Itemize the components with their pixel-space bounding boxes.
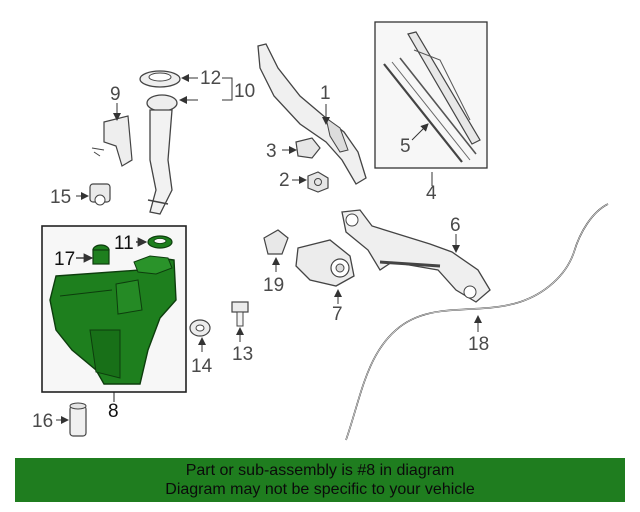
mounting-bolt bbox=[231, 301, 249, 342]
callout-16: 16 bbox=[32, 411, 53, 432]
callout-7: 7 bbox=[332, 304, 343, 325]
callout-11: 11 bbox=[114, 233, 134, 254]
washer-reservoir-box bbox=[41, 225, 187, 393]
callout-3: 3 bbox=[266, 141, 277, 162]
wiper-linkage bbox=[341, 209, 491, 303]
banner-line-disclaimer: Diagram may not be specific to your vehi… bbox=[165, 481, 475, 498]
diagram-notice-banner: Part or sub-assembly is #8 in diagram Di… bbox=[15, 458, 625, 502]
callout-2: 2 bbox=[279, 170, 290, 191]
reservoir-seal bbox=[136, 235, 173, 249]
callout-1: 1 bbox=[320, 83, 331, 104]
callout-13: 13 bbox=[232, 344, 253, 365]
callout-6: 6 bbox=[450, 215, 461, 236]
washer-filler-neck bbox=[146, 77, 233, 215]
wiper-motor bbox=[295, 239, 355, 304]
callout-17: 17 bbox=[54, 249, 75, 270]
banner-line-part: Part or sub-assembly is #8 in diagram bbox=[185, 462, 455, 479]
washer-pump bbox=[56, 402, 87, 437]
callout-14: 14 bbox=[191, 356, 213, 377]
callout-18: 18 bbox=[468, 334, 489, 355]
reservoir-grommet bbox=[76, 244, 110, 265]
callout-5: 5 bbox=[400, 136, 411, 157]
wiper-blade-assembly bbox=[374, 21, 488, 186]
washer-hose bbox=[345, 203, 609, 441]
arm-nut bbox=[292, 171, 329, 193]
callout-12: 12 bbox=[200, 68, 221, 89]
washer-filler-cap bbox=[139, 70, 198, 88]
pivot-grommet bbox=[189, 319, 211, 352]
callout-8: 8 bbox=[108, 401, 119, 422]
callout-9: 9 bbox=[110, 84, 121, 105]
reservoir-bracket bbox=[91, 103, 133, 167]
callout-19: 19 bbox=[263, 275, 284, 296]
callout-15: 15 bbox=[50, 187, 71, 208]
wiper-arm bbox=[257, 43, 367, 185]
arm-cap bbox=[282, 137, 321, 159]
motor-clip bbox=[263, 229, 289, 272]
callout-4: 4 bbox=[426, 183, 437, 204]
level-sensor bbox=[76, 183, 111, 206]
callout-10: 10 bbox=[234, 81, 255, 102]
